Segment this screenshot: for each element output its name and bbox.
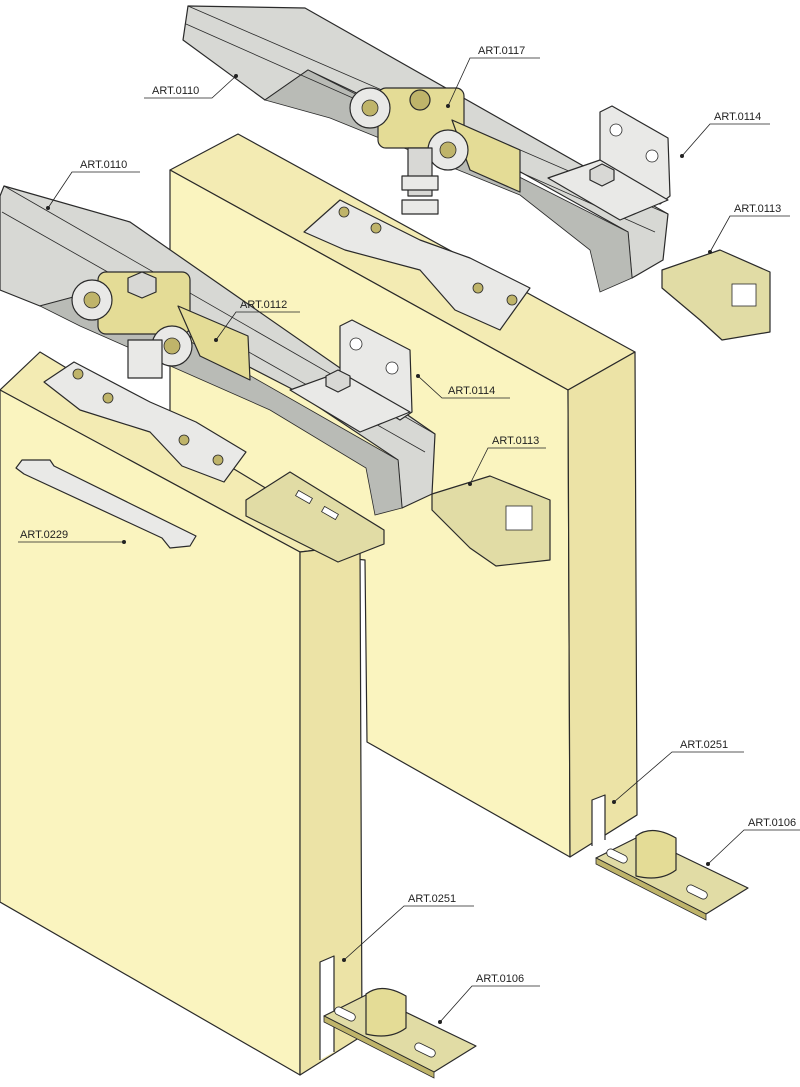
- label-trolley-front: ART.0112: [240, 299, 287, 311]
- top-stop: [661, 249, 771, 341]
- front-trolley-arm: [177, 305, 251, 381]
- front-stop: [431, 475, 551, 567]
- front-bracket-foot: [289, 371, 411, 433]
- top-cap-slot: [321, 505, 339, 521]
- top-trolley: [349, 87, 521, 215]
- callout-rail-top: ART.0110: [144, 74, 238, 99]
- callout-stop-front: ART.0113: [468, 435, 546, 486]
- front-bracket-hole: [385, 361, 399, 375]
- floor-guide-front-base-edge: [323, 1015, 435, 1079]
- label-key-wrench: ART.0229: [20, 529, 68, 541]
- plate-screw: [338, 206, 350, 218]
- callout-guide-back: ART.0106: [706, 817, 800, 866]
- floor-guide-back-slot: [606, 848, 628, 864]
- plate-screw: [506, 294, 518, 306]
- floor-guide-back-fin: [635, 829, 677, 879]
- callout-trolley-front: ART.0112: [214, 299, 300, 342]
- top-cap-shape: [245, 471, 385, 563]
- callout-slot-front: ART.0251: [342, 893, 474, 962]
- back-mounting-plate-shape: [303, 199, 531, 331]
- callout-key-wrench: ART.0229: [18, 529, 126, 544]
- callout-stop-top: ART.0113: [708, 203, 790, 254]
- floor-guide-front-fin: [365, 987, 407, 1037]
- plate-screw: [472, 282, 484, 294]
- label-guide-back: ART.0106: [748, 817, 796, 829]
- front-trolley: [71, 271, 251, 381]
- callout-bracket-front: ART.0114: [416, 374, 510, 399]
- callout-rail-front: ART.0110: [46, 159, 140, 210]
- front-trolley-nut: [127, 339, 163, 379]
- front-stop-socket: [505, 505, 533, 531]
- top-bracket-hole: [645, 149, 659, 163]
- plate-screw: [102, 392, 114, 404]
- top-trolley-axle-hole: [409, 89, 431, 111]
- floor-guide-front-slot: [414, 1042, 436, 1058]
- floor-guide-front: [323, 987, 477, 1079]
- back-panel-side-edge: [567, 351, 638, 858]
- plate-screw: [370, 222, 382, 234]
- label-slot-front: ART.0251: [408, 893, 456, 905]
- top-bracket-hole: [609, 123, 623, 137]
- front-bracket-hole: [349, 337, 363, 351]
- front-bracket-nut: [325, 369, 351, 393]
- front-trolley-hex-cap: [127, 271, 157, 299]
- label-trolley-top: ART.0117: [478, 45, 525, 57]
- label-rail-top: ART.0110: [152, 85, 199, 97]
- front-mounting-plate: [43, 361, 247, 483]
- floor-guide-back: [595, 829, 749, 921]
- back-panel-bottom-slot: [591, 794, 606, 846]
- top-bracket-nut: [589, 163, 615, 187]
- label-guide-front: ART.0106: [476, 973, 524, 985]
- label-stop-top: ART.0113: [734, 203, 781, 215]
- label-bracket-front: ART.0114: [448, 385, 495, 397]
- top-trolley-nut: [401, 199, 439, 215]
- label-stop-front: ART.0113: [492, 435, 539, 447]
- back-mounting-plate: [303, 199, 531, 331]
- front-panel-top-cap: [245, 471, 385, 563]
- label-slot-back: ART.0251: [680, 739, 728, 751]
- key-wrench-shape: [15, 459, 197, 549]
- callout-slot-back: ART.0251: [612, 739, 744, 804]
- front-panel-bottom-slot: [319, 955, 335, 1060]
- plate-screw: [178, 434, 190, 446]
- front-bracket: [289, 319, 413, 433]
- callout-bracket-top: ART.0114: [680, 111, 770, 158]
- key-wrench: [15, 459, 197, 549]
- top-cap-slot: [295, 489, 313, 505]
- plate-screw: [72, 368, 84, 380]
- plate-screw: [212, 454, 224, 466]
- label-rail-front: ART.0110: [80, 159, 127, 171]
- front-trolley-wheel-hub: [83, 291, 101, 309]
- callout-guide-front: ART.0106: [438, 973, 540, 1024]
- floor-guide-front-slot: [334, 1006, 356, 1022]
- front-trolley-wheel-hub: [163, 337, 181, 355]
- floor-guide-back-base-edge: [595, 857, 707, 921]
- top-trolley-wheel-hub: [361, 99, 379, 117]
- label-bracket-top: ART.0114: [714, 111, 761, 123]
- top-trolley-nut: [401, 175, 439, 191]
- top-bracket: [547, 105, 671, 221]
- top-bracket-foot: [547, 159, 669, 221]
- front-stop-body: [431, 475, 551, 567]
- top-trolley-wheel-hub: [439, 141, 457, 159]
- floor-guide-back-slot: [686, 884, 708, 900]
- front-mounting-plate-shape: [43, 361, 247, 483]
- top-stop-body: [661, 249, 771, 341]
- top-stop-socket: [731, 283, 757, 307]
- callout-trolley-top: ART.0117: [446, 45, 540, 108]
